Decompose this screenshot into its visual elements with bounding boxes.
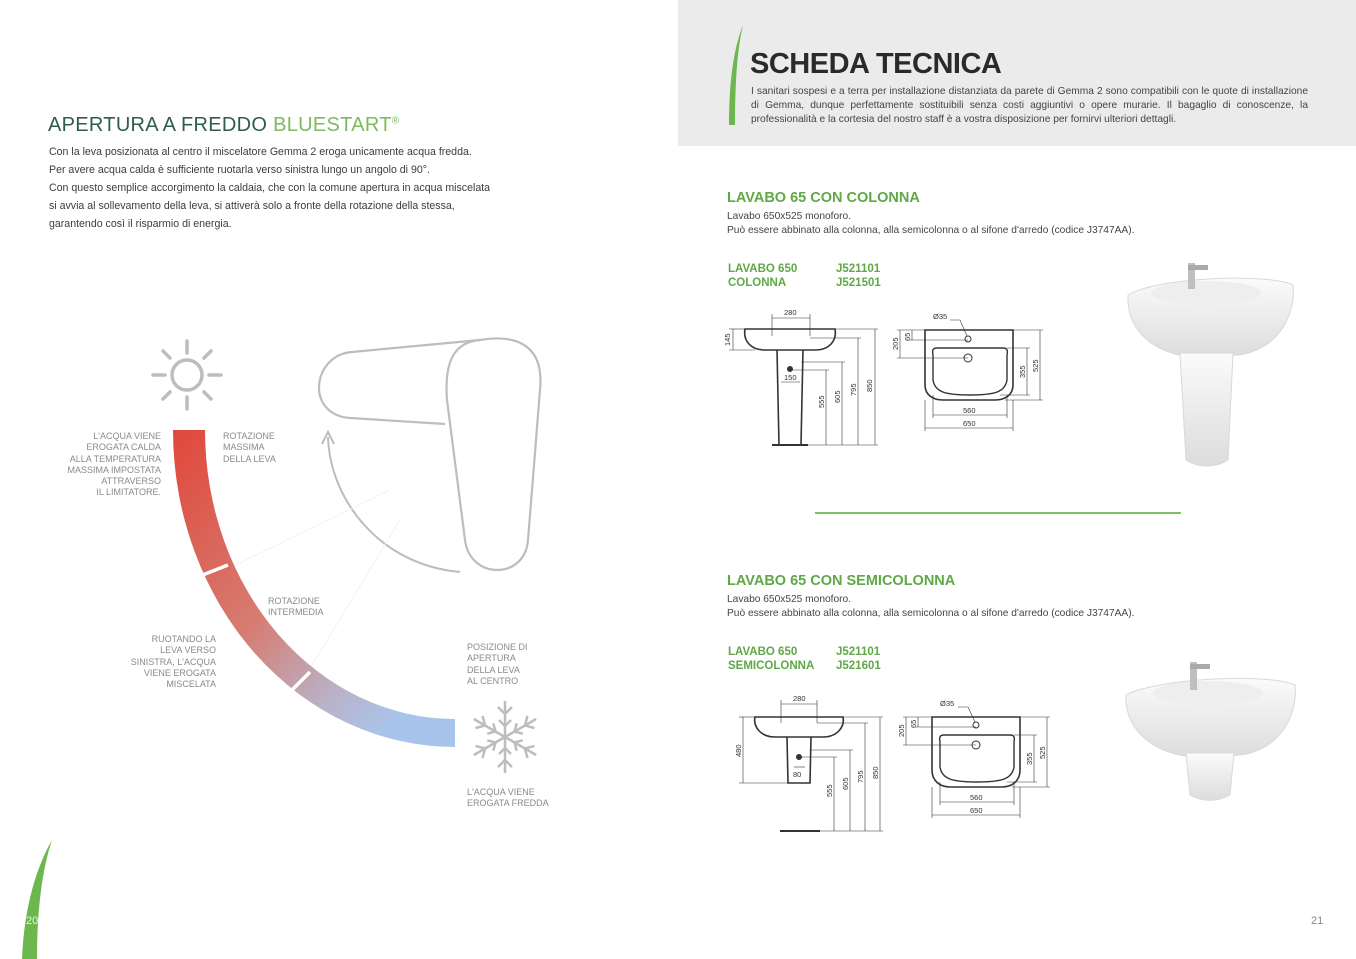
leaf-decoration — [22, 840, 52, 959]
section-desc: Può essere abbinato alla colonna, alla s… — [727, 225, 1135, 236]
sun-icon — [151, 339, 223, 411]
label-cold-water: L'ACQUA VIENE EROGATA FREDDA — [467, 787, 549, 809]
body-line: garantendo così il risparmio di energia. — [49, 218, 232, 230]
label-max-rotation: ROTAZIONE MASSIMA DELLA LEVA — [223, 431, 276, 464]
body-line: si avvia al sollevamento della leva, si … — [49, 200, 455, 212]
dim-label: 80 — [793, 770, 801, 779]
dim-label: 605 — [841, 777, 850, 790]
product-photo-colonna — [1127, 263, 1294, 467]
dim-label: Ø35 — [940, 699, 954, 708]
dim-label: 555 — [825, 784, 834, 797]
left-page-title: APERTURA A FREDDO BLUESTART® — [48, 114, 399, 137]
snowflake-icon — [469, 701, 541, 775]
leaf-decoration — [729, 25, 743, 125]
dim-label: 355 — [1018, 365, 1027, 378]
title-main: APERTURA A FREDDO — [48, 114, 274, 136]
dim-label: 850 — [871, 766, 880, 779]
dim-label: 795 — [849, 383, 858, 396]
mixer-lever-outline — [317, 337, 542, 572]
dim-label: 525 — [1038, 746, 1047, 759]
dim-label: 560 — [970, 793, 983, 802]
technical-drawing-colonna: 280 145 150 555 605 795 850 Ø35 65 205 3… — [723, 308, 1043, 446]
dim-label: 555 — [817, 395, 826, 408]
page-title: SCHEDA TECNICA — [750, 48, 1002, 80]
rotation-arrow — [327, 436, 461, 573]
dim-label: 605 — [833, 390, 842, 403]
page-number-left: 20 — [26, 915, 39, 927]
label-center-position: POSIZIONE DI APERTURA DELLA LEVA AL CENT… — [467, 642, 528, 686]
dim-label: 205 — [897, 724, 906, 737]
section-desc: Può essere abbinato alla colonna, alla s… — [727, 608, 1135, 619]
dim-label: 650 — [963, 419, 976, 428]
arc-divider — [282, 670, 312, 700]
dim-label: Ø35 — [933, 312, 947, 321]
bluestart-diagram — [22, 337, 542, 959]
body-line: Per avere acqua calda è sufficiente ruot… — [49, 164, 430, 176]
body-line: Con la leva posizionata al centro il mis… — [49, 146, 472, 158]
dim-label: 560 — [963, 406, 976, 415]
section-title: LAVABO 65 CON COLONNA — [727, 190, 920, 206]
title-brand: BLUESTART® — [273, 114, 400, 136]
dim-label: 795 — [856, 770, 865, 783]
guide-lines — [224, 489, 401, 686]
dim-label: 355 — [1025, 752, 1034, 765]
dim-label: 205 — [891, 337, 900, 350]
body-line: Con questo semplice accorgimento la cald… — [49, 182, 491, 194]
left-page-body: Con la leva posizionata al centro il mis… — [49, 143, 549, 233]
dim-label: 650 — [970, 806, 983, 815]
label-mid-rotation: ROTAZIONE INTERMEDIA — [268, 596, 324, 618]
label-hot-water: L'ACQUA VIENE EROGATA CALDA ALLA TEMPERA… — [67, 431, 161, 498]
section-divider — [815, 512, 1181, 514]
dim-label: 145 — [723, 333, 732, 346]
dim-label: 850 — [865, 379, 874, 392]
dim-label: 150 — [784, 373, 797, 382]
product-photo-semicolonna — [1125, 662, 1296, 801]
arc-divider — [189, 563, 229, 582]
dim-label: 280 — [784, 308, 797, 317]
dim-label: 480 — [734, 744, 743, 757]
arrow-head-icon — [321, 429, 335, 445]
intro-paragraph: I sanitari sospesi e a terra per install… — [751, 86, 1308, 125]
dim-label: 65 — [903, 333, 912, 341]
technical-drawing-semicolonna: 280 480 80 555 605 795 850 Ø35 65 205 35… — [734, 694, 1050, 832]
temperature-arc — [173, 430, 455, 747]
dim-label: 280 — [793, 694, 806, 703]
section-desc: Lavabo 650x525 monoforo. — [727, 211, 852, 222]
page-number-right: 21 — [1311, 915, 1324, 927]
dim-label: 525 — [1031, 359, 1040, 372]
section-desc: Lavabo 650x525 monoforo. — [727, 594, 852, 605]
dim-label: 65 — [909, 720, 918, 728]
label-mixed-water: RUOTANDO LA LEVA VERSO SINISTRA, L'ACQUA… — [130, 634, 216, 690]
header-band — [678, 0, 1356, 146]
section-title: LAVABO 65 CON SEMICOLONNA — [727, 573, 956, 589]
